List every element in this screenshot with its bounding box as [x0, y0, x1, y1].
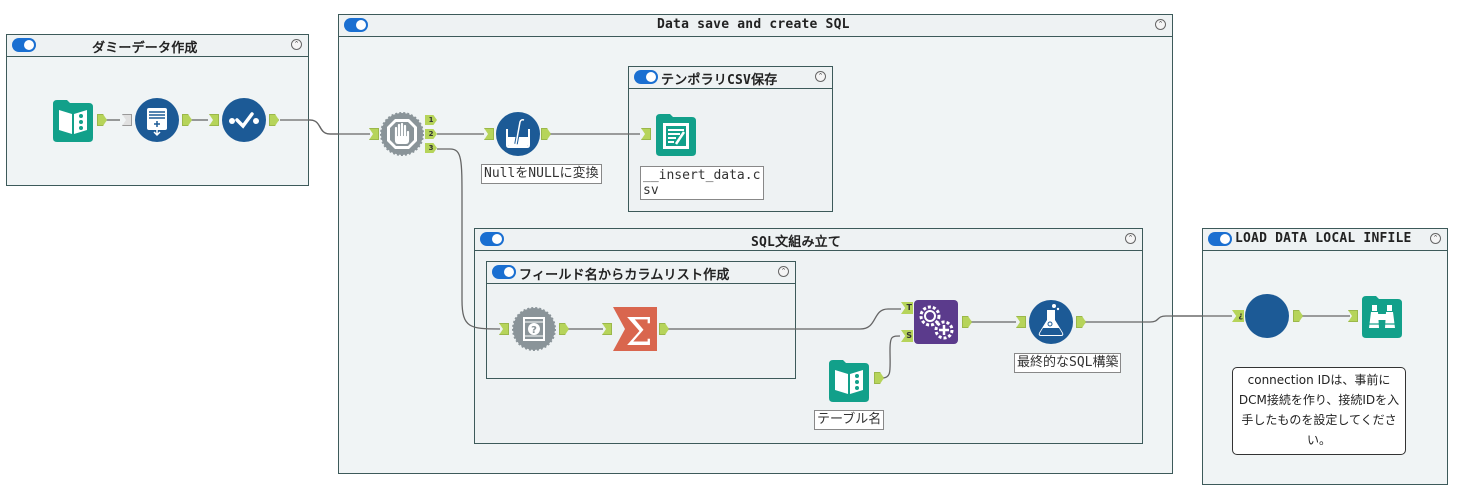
output-anchor[interactable]: [1293, 310, 1303, 322]
output-anchor-3[interactable]: 3: [425, 143, 437, 153]
data-cleansing-icon: [496, 112, 540, 156]
generate-rows-icon: [135, 98, 179, 142]
field-info-tool[interactable]: ?: [512, 307, 556, 351]
browse-binoculars-icon: [1362, 296, 1402, 338]
output-anchor[interactable]: [659, 323, 669, 335]
input-anchor-macro[interactable]: ¿: [1232, 310, 1244, 322]
output-anchor[interactable]: [269, 114, 279, 126]
enable-toggle[interactable]: [492, 265, 516, 279]
append-fields-icon: [914, 300, 958, 344]
enable-toggle[interactable]: [480, 232, 504, 246]
summarize-tool[interactable]: Σ: [613, 307, 657, 354]
output-anchor[interactable]: [1076, 316, 1086, 328]
text-input-icon: [53, 100, 93, 142]
container-title: Data save and create SQL: [657, 17, 850, 32]
output-anchor[interactable]: [874, 372, 884, 384]
output-anchor[interactable]: [182, 114, 192, 126]
macro-tool[interactable]: [1245, 294, 1289, 338]
output-anchor[interactable]: [962, 316, 972, 328]
container-title: LOAD DATA LOCAL INFILE: [1235, 231, 1412, 246]
tool-annotation: テーブル名: [814, 410, 885, 430]
container-header: フィールド名からカラムリスト作成 ⌃: [487, 262, 795, 284]
control-parameter-tool[interactable]: [380, 112, 424, 156]
text-input-tool[interactable]: [51, 98, 95, 142]
comment-box: connection IDは、事前にDCM接続を作り、接続IDを入手したものを設…: [1232, 367, 1406, 455]
enable-toggle[interactable]: [12, 38, 36, 52]
enable-toggle[interactable]: [634, 70, 658, 84]
tool-annotation: __insert_data.csv: [640, 166, 764, 200]
svg-text:Σ: Σ: [626, 310, 653, 351]
container-title: SQL文組み立て: [751, 235, 842, 250]
collapse-icon[interactable]: ⌃: [1155, 19, 1166, 30]
append-fields-tool[interactable]: [914, 300, 958, 344]
svg-text:?: ?: [531, 325, 537, 336]
text-input-tool-2[interactable]: [827, 358, 871, 402]
browse-tool[interactable]: [1360, 294, 1404, 338]
tool-annotation: NullをNULLに変換: [481, 164, 602, 184]
output-anchor[interactable]: [97, 114, 107, 126]
collapse-icon[interactable]: ⌃: [815, 71, 826, 82]
input-anchor-S[interactable]: S: [901, 330, 913, 342]
container-header: Data save and create SQL ⌃: [339, 15, 1172, 37]
formula-icon: [1029, 300, 1073, 344]
container-title: フィールド名からカラムリスト作成: [519, 268, 730, 283]
auto-field-tool[interactable]: [222, 98, 266, 142]
collapse-icon[interactable]: ⌃: [1430, 233, 1441, 244]
enable-toggle[interactable]: [344, 18, 368, 32]
tool-annotation: 最終的なSQL構築: [1014, 353, 1122, 373]
container-header: テンポラリCSV保存 ⌃: [629, 67, 832, 89]
output-data-icon: [656, 114, 696, 156]
collapse-icon[interactable]: ⌃: [778, 266, 789, 277]
summarize-icon: Σ: [613, 307, 657, 354]
text-input-icon: [829, 360, 869, 402]
macro-circle-icon: [1245, 294, 1289, 338]
output-anchor[interactable]: [541, 128, 551, 140]
container-header: SQL文組み立て ⌃: [475, 229, 1142, 251]
field-info-icon: ?: [512, 307, 556, 351]
auto-field-icon: [222, 98, 266, 142]
output-anchor-2[interactable]: 2: [425, 129, 437, 139]
generate-rows-tool[interactable]: [135, 98, 179, 142]
data-cleansing-tool[interactable]: [496, 112, 540, 156]
output-data-tool[interactable]: [654, 112, 698, 156]
container-header: LOAD DATA LOCAL INFILE ⌃: [1203, 229, 1447, 251]
enable-toggle[interactable]: [1208, 232, 1232, 246]
container-title: テンポラリCSV保存: [661, 73, 778, 88]
container-header: ダミーデータ作成 ⌃: [7, 35, 308, 57]
output-anchor-1[interactable]: 1: [425, 115, 437, 125]
output-anchor[interactable]: [559, 323, 569, 335]
input-anchor-T[interactable]: T: [901, 302, 913, 314]
collapse-icon[interactable]: ⌃: [291, 39, 302, 50]
control-hand-icon: [380, 112, 424, 156]
collapse-icon[interactable]: ⌃: [1125, 233, 1136, 244]
formula-tool[interactable]: [1029, 300, 1073, 344]
container-title: ダミーデータ作成: [92, 41, 198, 56]
